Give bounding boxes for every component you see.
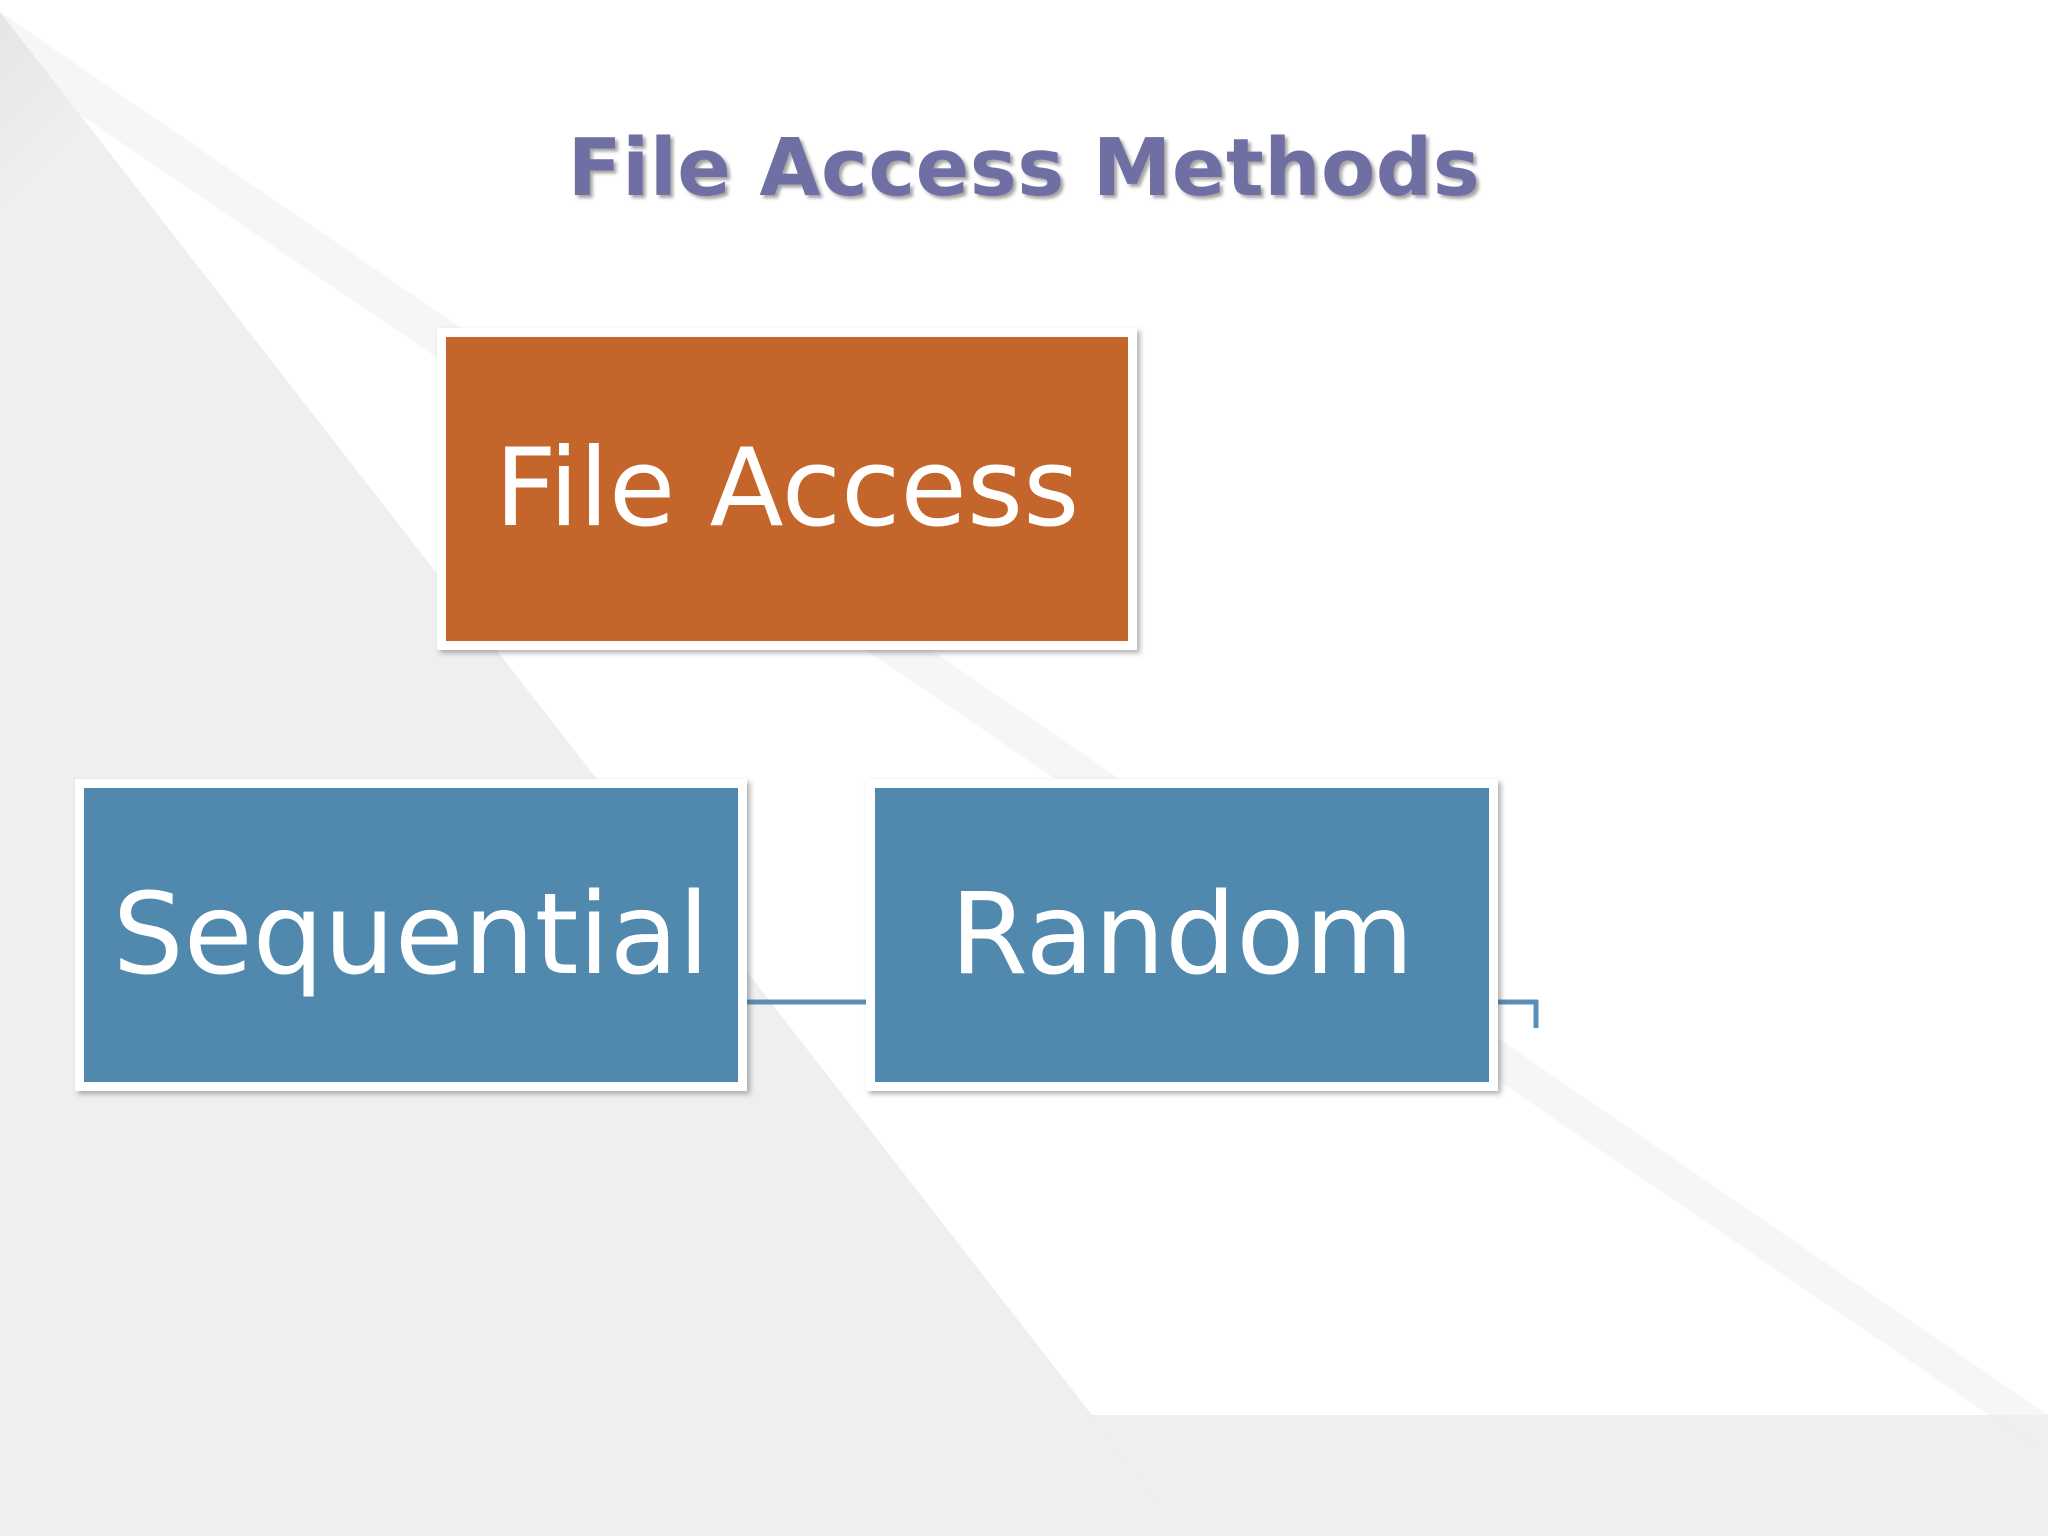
node-file-access-label: File Access: [494, 426, 1080, 551]
node-sequential[interactable]: Sequential: [75, 779, 747, 1091]
page-title: File Access Methods: [567, 122, 1481, 214]
node-file-access[interactable]: File Access: [437, 328, 1137, 650]
node-sequential-label: Sequential: [112, 870, 710, 1000]
node-random[interactable]: Random: [866, 779, 1498, 1091]
node-random-label: Random: [950, 870, 1414, 1000]
